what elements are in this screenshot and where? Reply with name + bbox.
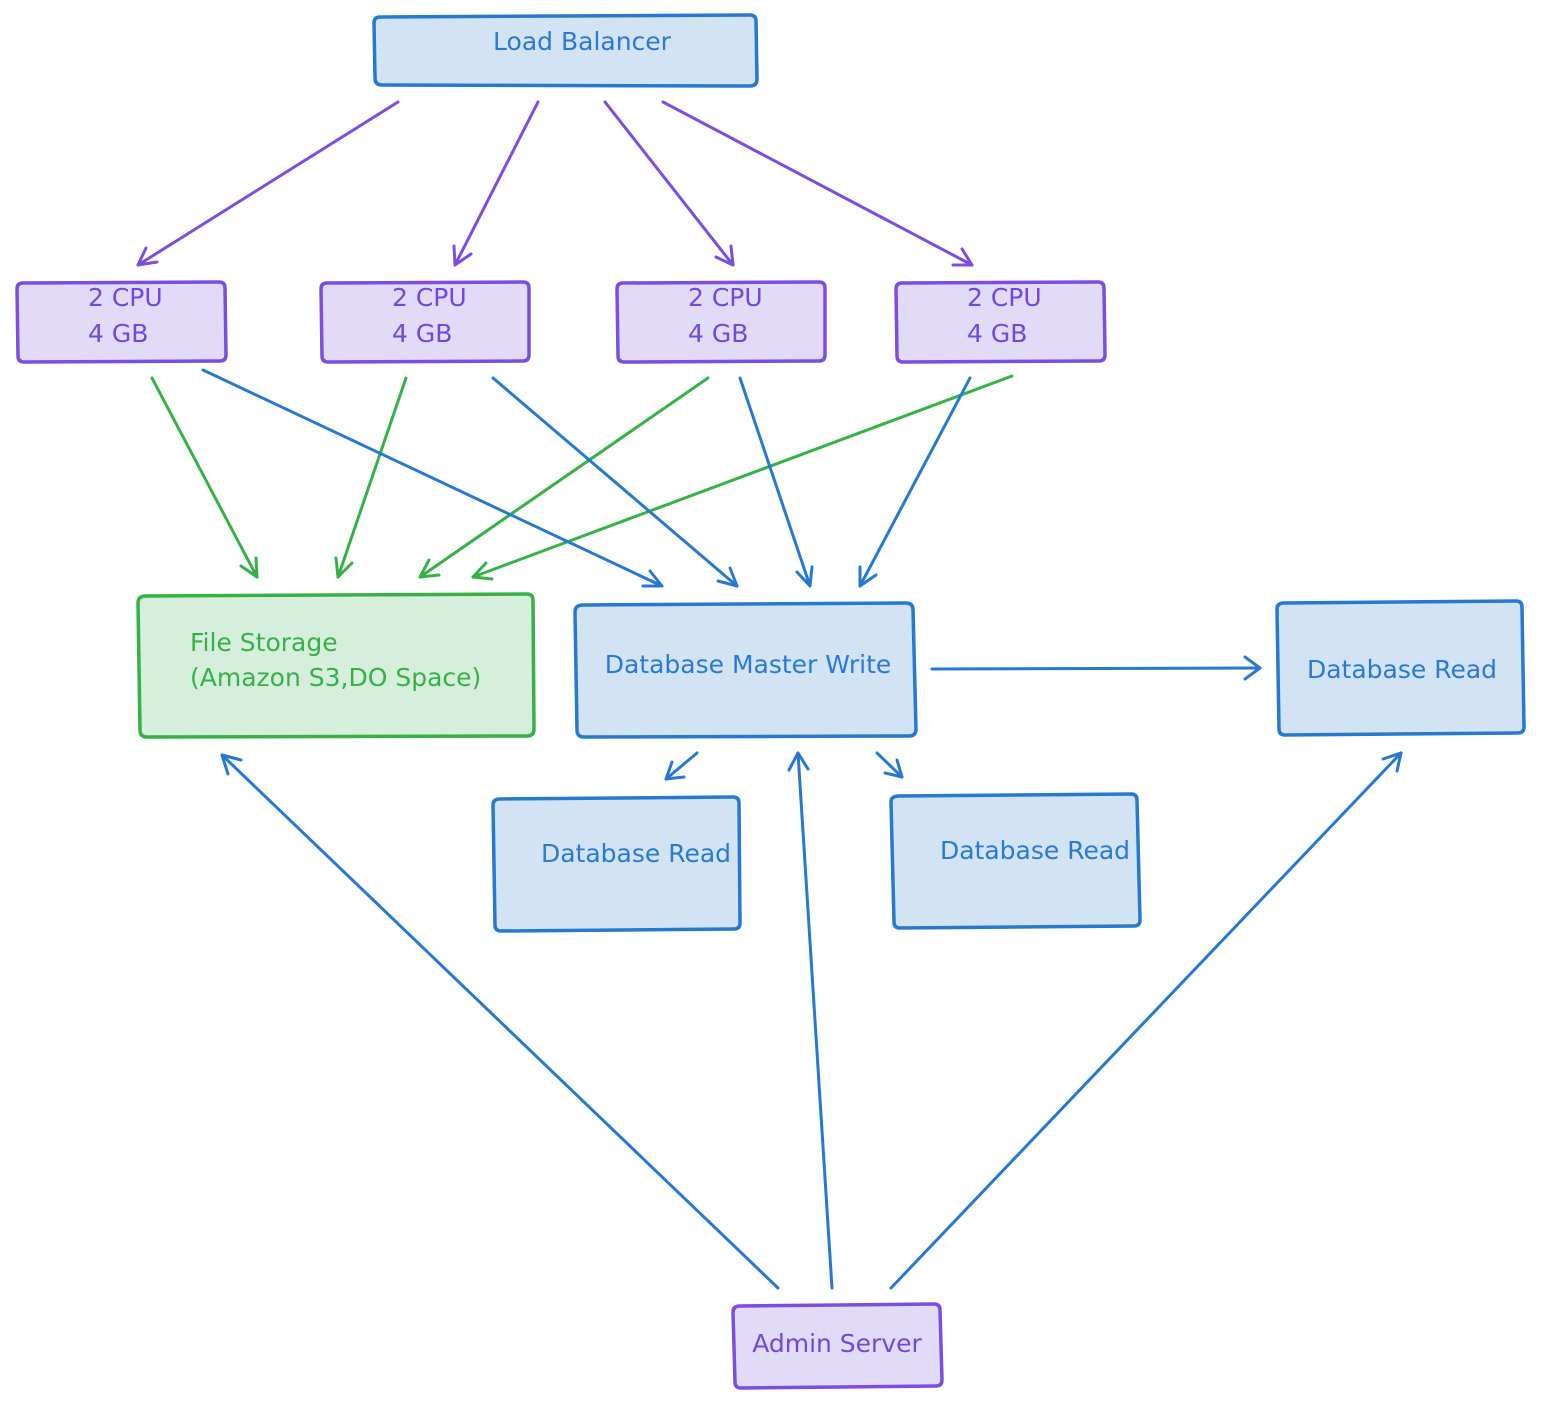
admin-server-label: Admin Server xyxy=(752,1329,922,1358)
edge-db-master-to-db-read-right xyxy=(930,655,1262,681)
edge-db-master-to-db-read-left xyxy=(664,751,699,781)
db-read-node-right[interactable]: Database Read xyxy=(1275,599,1526,737)
edge-admin-to-db-read-right xyxy=(889,751,1403,1290)
db-master-write-label: Database Master Write xyxy=(605,650,892,679)
edge-lb-to-server-3 xyxy=(603,100,735,267)
server-1-memory: 4 GB xyxy=(88,319,148,348)
load-balancer-node[interactable]: Load Balancer xyxy=(372,13,759,88)
server-1-cpu: 2 CPU xyxy=(88,283,163,312)
admin-server-node[interactable]: Admin Server xyxy=(731,1302,944,1390)
edge-lb-to-server-2 xyxy=(452,100,540,267)
edge-server-1-to-db-master xyxy=(201,368,664,588)
edge-server-4-to-db-master xyxy=(858,376,972,588)
edge-server-4-to-file-storage xyxy=(471,374,1014,581)
db-read-right-label: Database Read xyxy=(1307,655,1497,684)
db-read-node-left[interactable]: Database Read xyxy=(491,795,742,933)
edge-admin-to-db-master xyxy=(787,751,834,1290)
server-node-4[interactable]: 2 CPU 4 GB xyxy=(894,280,1107,364)
db-read-node-center[interactable]: Database Read xyxy=(889,792,1142,930)
edge-db-master-to-db-read-center xyxy=(875,751,904,779)
edge-server-3-to-db-master xyxy=(738,376,814,588)
server-3-memory: 4 GB xyxy=(688,319,748,348)
load-balancer-label: Load Balancer xyxy=(493,27,672,56)
edge-lb-to-server-1 xyxy=(136,100,400,267)
server-3-cpu: 2 CPU xyxy=(688,283,763,312)
file-storage-node[interactable]: File Storage (Amazon S3,DO Space) xyxy=(136,592,536,739)
edge-server-1-to-file-storage xyxy=(150,376,259,579)
server-4-memory: 4 GB xyxy=(967,319,1027,348)
edges xyxy=(136,100,1403,1290)
db-read-left-label: Database Read xyxy=(541,839,731,868)
edge-lb-to-server-4 xyxy=(661,100,974,267)
db-master-write-node[interactable]: Database Master Write xyxy=(573,601,918,739)
edge-server-2-to-file-storage xyxy=(334,376,408,579)
server-node-3[interactable]: 2 CPU 4 GB xyxy=(615,280,827,364)
server-node-2[interactable]: 2 CPU 4 GB xyxy=(319,280,531,364)
db-read-center-label: Database Read xyxy=(940,836,1130,865)
server-4-cpu: 2 CPU xyxy=(967,283,1042,312)
server-2-cpu: 2 CPU xyxy=(392,283,467,312)
file-storage-title: File Storage xyxy=(190,628,338,657)
server-node-1[interactable]: 2 CPU 4 GB xyxy=(15,280,228,364)
file-storage-providers: (Amazon S3,DO Space) xyxy=(190,663,481,692)
edge-server-2-to-db-master xyxy=(491,376,739,588)
edge-server-3-to-file-storage xyxy=(418,376,710,579)
edge-admin-to-file-storage xyxy=(220,753,780,1290)
server-2-memory: 4 GB xyxy=(392,319,452,348)
